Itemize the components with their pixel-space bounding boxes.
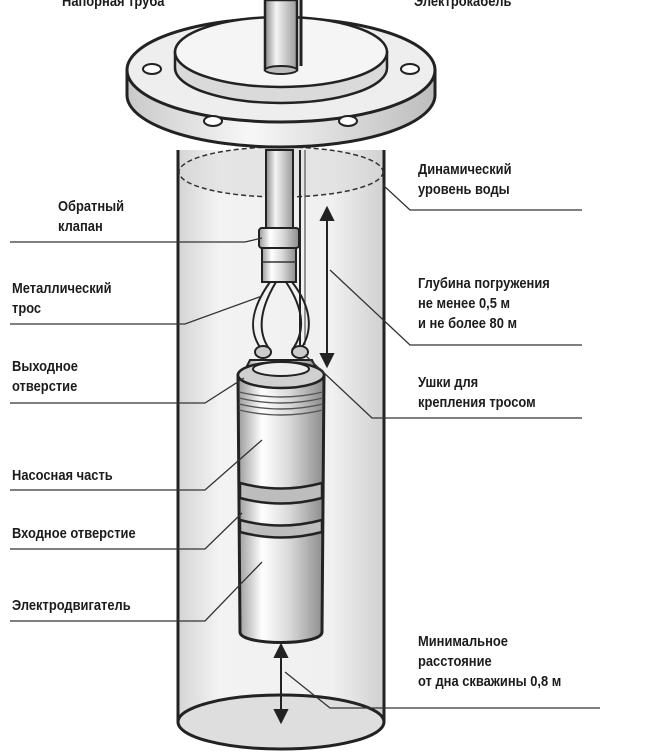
leader-motor [10, 561, 263, 622]
metal-cable [251, 281, 310, 351]
label-pressure-pipe: Напорная труба [62, 0, 165, 10]
pipe-lower [265, 149, 306, 345]
label-inlet: Входное отверстие [12, 525, 136, 542]
leader-eyelets [304, 354, 582, 419]
leader-inlet [10, 512, 243, 550]
min-distance-arrow [273, 642, 289, 725]
leader-pump-section [10, 439, 263, 491]
label-eyelets: Ушки для крепления тросом [418, 374, 536, 411]
leader-metal-cable [10, 295, 263, 325]
label-dynamic-level: Динамический уровень воды [418, 161, 512, 198]
label-pump-section: Насосная часть [12, 467, 113, 484]
check-valve [258, 227, 300, 283]
pressure-pipe [263, 0, 303, 75]
pump-inlet-band [238, 481, 324, 539]
label-min-distance: Минимальное расстояние от дна скважины 0… [418, 633, 562, 690]
label-motor: Электродвигатель [12, 597, 131, 614]
label-check-valve: Обратный клапан [58, 198, 125, 235]
label-metal-cable: Металлический трос [12, 280, 112, 317]
leader-dynamic-level [382, 184, 582, 211]
leader-lines [10, 184, 600, 709]
label-immersion-depth: Глубина погружения не менее 0,5 м и не б… [418, 275, 550, 332]
label-outlet: Выходное отверстие [12, 358, 78, 395]
immersion-depth-arrow [319, 205, 335, 369]
label-power-cable: Электрокабель [414, 0, 512, 10]
leader-outlet [10, 377, 245, 404]
leader-min-distance [284, 671, 600, 709]
leader-immersion [329, 269, 582, 346]
outlet-grooves [238, 391, 324, 416]
leader-check-valve [10, 237, 263, 243]
